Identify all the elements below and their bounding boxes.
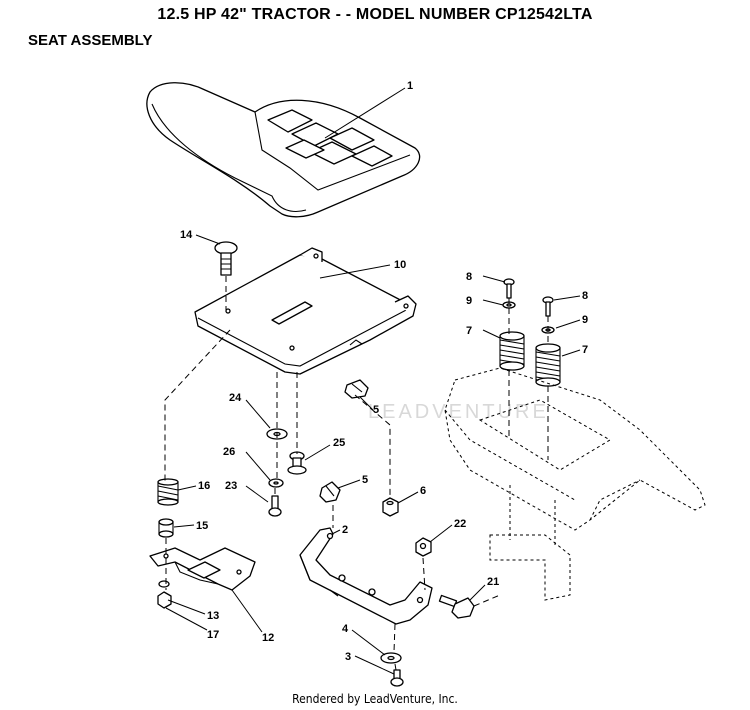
bolt-left-part-8 bbox=[503, 278, 515, 299]
callout-7-right: 7 bbox=[582, 344, 588, 356]
bolt-part-23 bbox=[268, 495, 282, 517]
seat-pan-part-10 bbox=[194, 247, 417, 375]
bushing-part-15 bbox=[158, 518, 174, 538]
callout-23: 23 bbox=[225, 480, 237, 492]
callout-24: 24 bbox=[229, 392, 242, 404]
clip-lower-part-5 bbox=[319, 481, 341, 503]
watermark: LEADVENTURE bbox=[368, 401, 549, 423]
footer-credit: Rendered by LeadVenture, Inc. bbox=[292, 692, 458, 706]
callout-14: 14 bbox=[180, 229, 193, 241]
callout-16: 16 bbox=[198, 480, 210, 492]
bracket-part-2 bbox=[299, 527, 433, 625]
washer-part-13 bbox=[158, 580, 170, 588]
callout-10: 10 bbox=[394, 259, 406, 271]
callout-21: 21 bbox=[487, 576, 499, 588]
spring-left-part-7 bbox=[499, 331, 525, 371]
section-title: SEAT ASSEMBLY bbox=[28, 32, 153, 49]
washer-part-26 bbox=[268, 478, 284, 488]
bolt-right-part-8 bbox=[542, 296, 554, 317]
washer-part-4 bbox=[380, 652, 402, 664]
carriage-bolt-part-14 bbox=[214, 241, 238, 276]
callout-5-lower: 5 bbox=[362, 474, 368, 486]
callout-5-upper: 5 bbox=[373, 404, 379, 416]
callout-8-left: 8 bbox=[466, 271, 472, 283]
nut-part-17 bbox=[157, 591, 172, 609]
callout-22: 22 bbox=[454, 518, 466, 530]
callout-25: 25 bbox=[333, 437, 345, 449]
callout-26: 26 bbox=[223, 446, 235, 458]
leader-lines bbox=[165, 87, 581, 675]
callout-6: 6 bbox=[420, 485, 426, 497]
callout-1: 1 bbox=[407, 80, 413, 92]
callout-4: 4 bbox=[342, 623, 349, 635]
page-title: 12.5 HP 42" TRACTOR - - MODEL NUMBER CP1… bbox=[157, 6, 593, 23]
callout-3: 3 bbox=[345, 651, 351, 663]
screw-part-3 bbox=[390, 669, 404, 687]
screw-part-25 bbox=[287, 451, 307, 475]
callout-2: 2 bbox=[342, 524, 348, 536]
callout-13: 13 bbox=[207, 610, 219, 622]
nut-part-6 bbox=[382, 497, 399, 517]
plate-part-12 bbox=[149, 547, 256, 591]
callout-8-right: 8 bbox=[582, 290, 588, 302]
assembly-lines bbox=[164, 276, 549, 671]
seat-part-1 bbox=[146, 82, 421, 218]
spring-right-part-7 bbox=[535, 343, 561, 387]
nut-part-22 bbox=[415, 537, 432, 557]
callout-15: 15 bbox=[196, 520, 208, 532]
callout-17: 17 bbox=[207, 629, 219, 641]
callout-9-left: 9 bbox=[466, 295, 472, 307]
callout-7-left: 7 bbox=[466, 325, 472, 337]
phantom-fender bbox=[444, 367, 706, 601]
callout-12: 12 bbox=[262, 632, 274, 644]
spring-part-16 bbox=[157, 478, 179, 506]
bolt-part-21 bbox=[438, 594, 475, 619]
clip-upper-part-5 bbox=[344, 379, 369, 399]
callout-9-right: 9 bbox=[582, 314, 588, 326]
